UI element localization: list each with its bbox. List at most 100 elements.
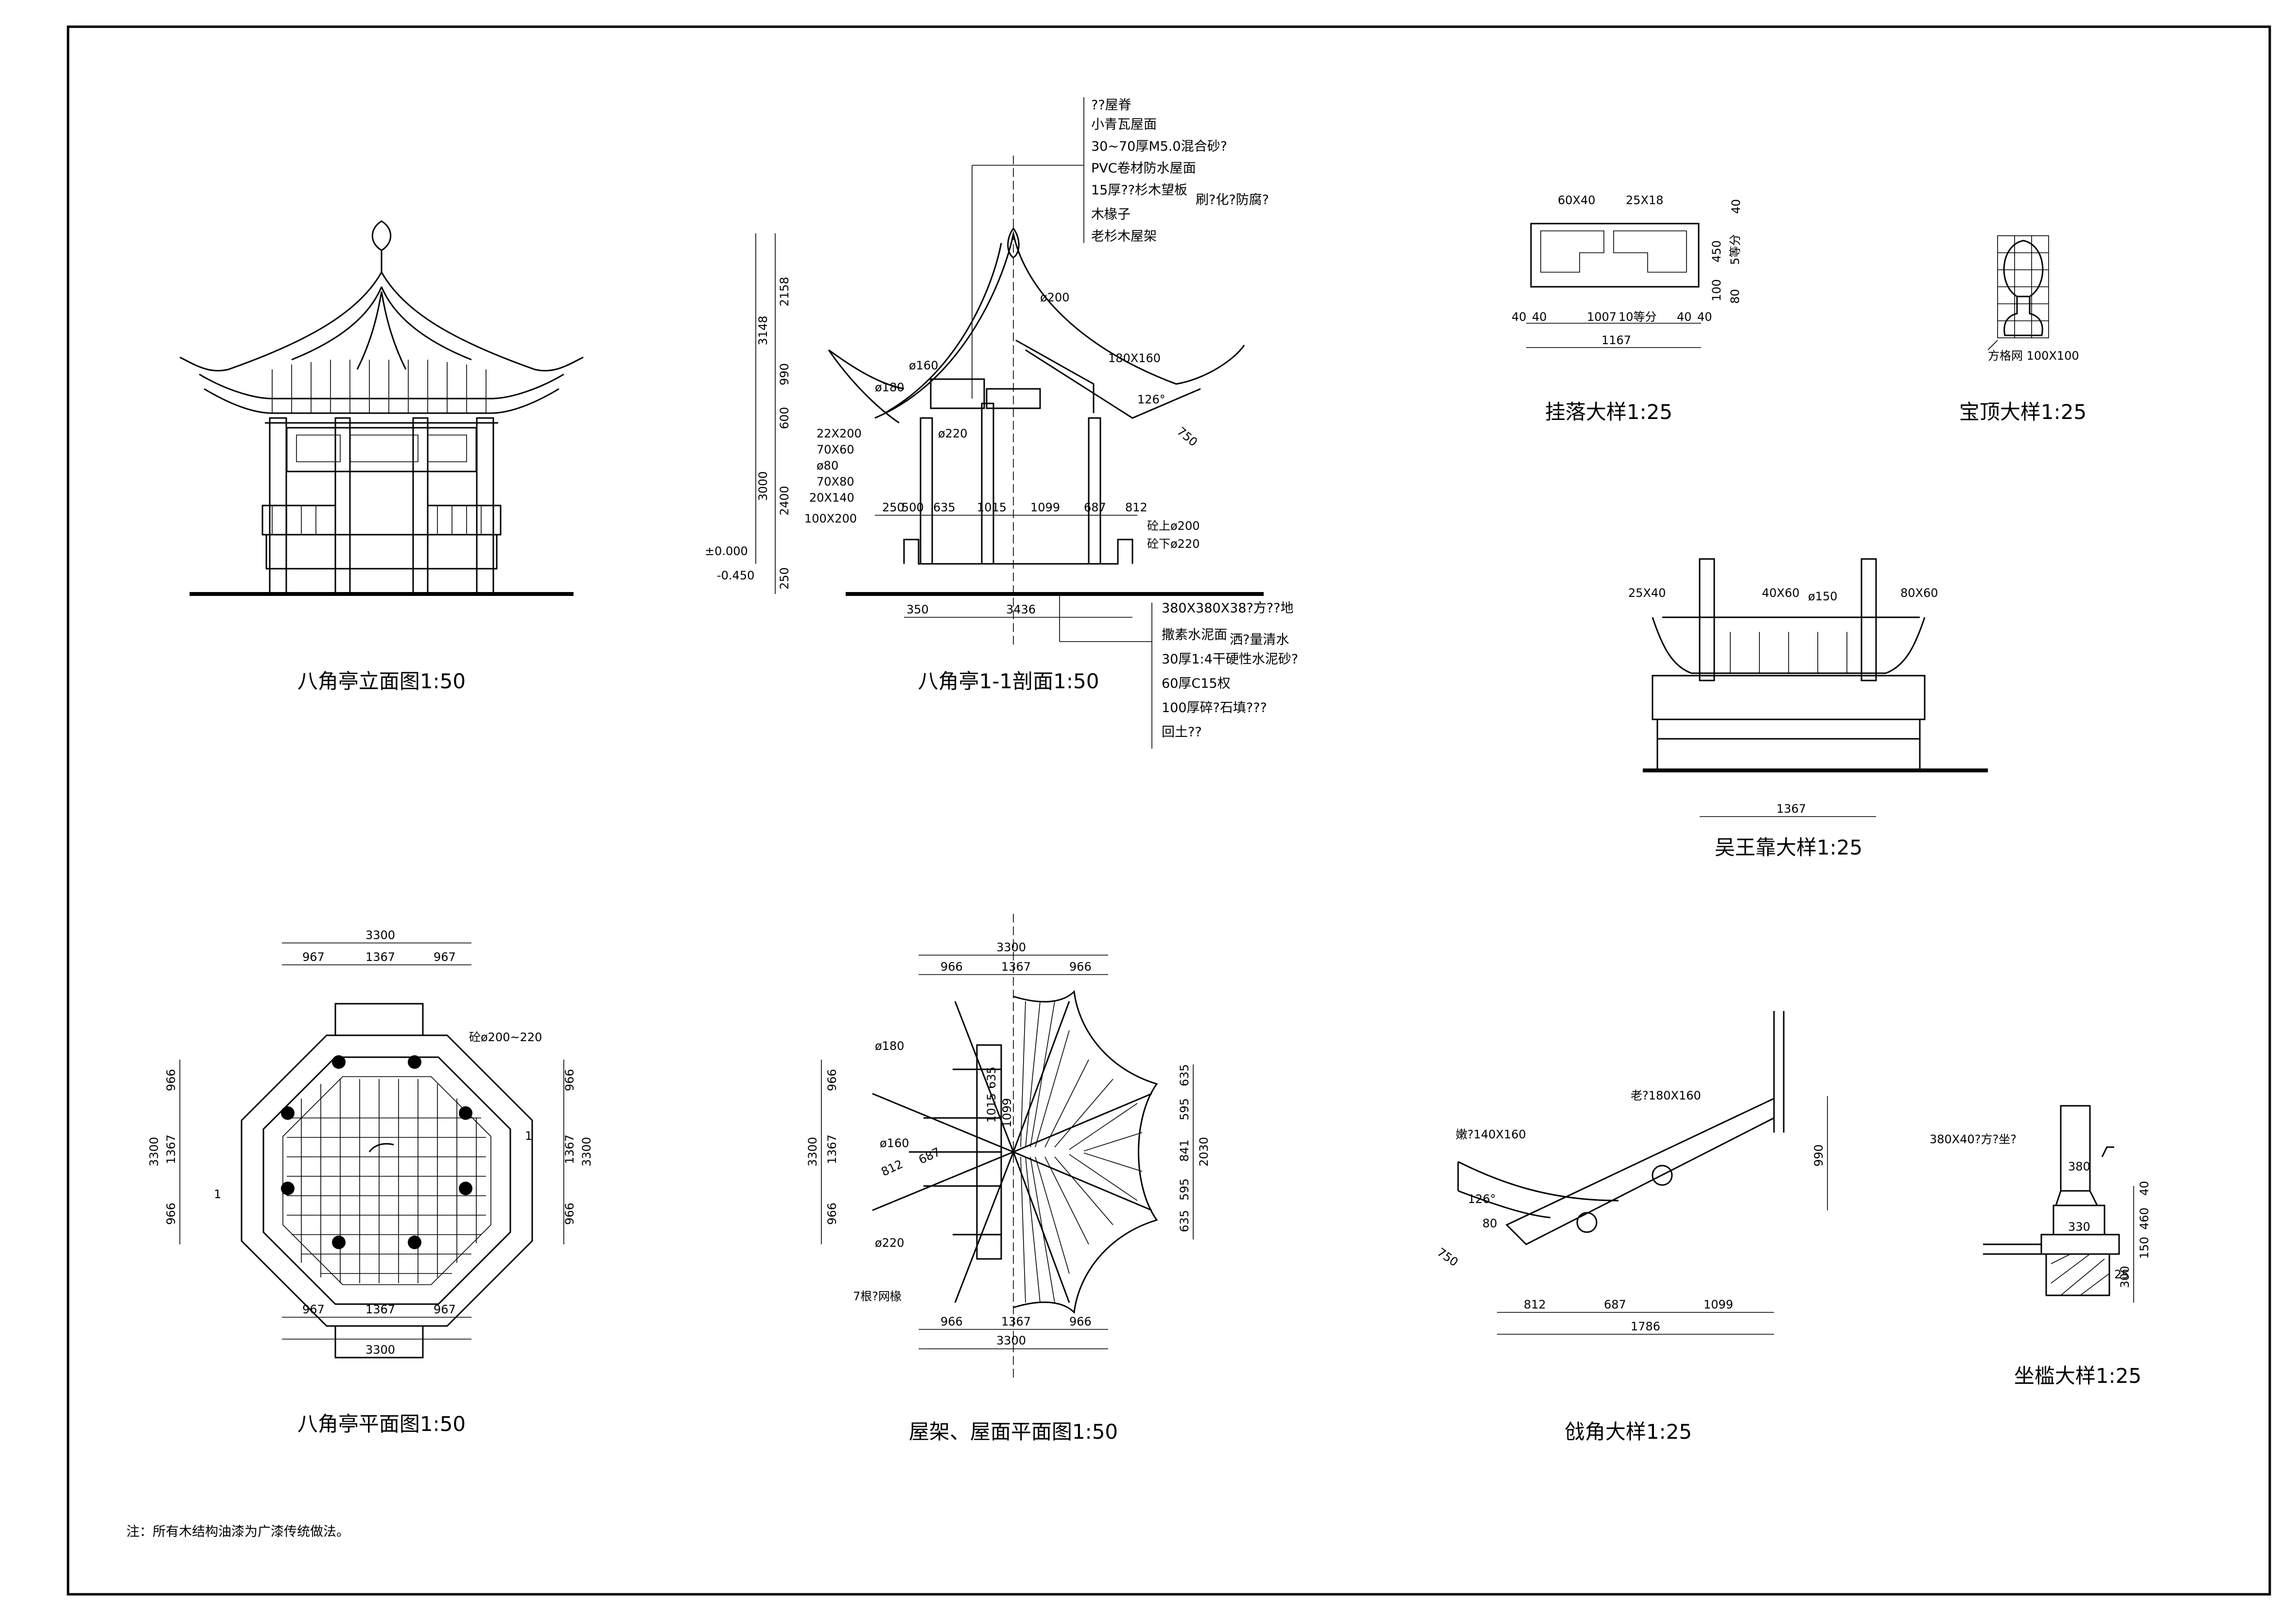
svg-text:1167: 1167 xyxy=(1601,333,1631,347)
svg-text:330: 330 xyxy=(2068,1220,2090,1234)
svg-text:1099: 1099 xyxy=(1000,1098,1014,1128)
svg-text:450: 450 xyxy=(1710,240,1723,262)
section-drawing: 3148 2158 990 600 3000 2400 250 ±0.000 -… xyxy=(705,97,1298,749)
svg-text:1367: 1367 xyxy=(1776,802,1806,816)
gualuo-title: 挂落大样1:25 xyxy=(1545,400,1672,424)
svg-text:30厚1:4干硬性水泥砂?: 30厚1:4干硬性水泥砂? xyxy=(1162,652,1298,667)
svg-text:回土??: 回土?? xyxy=(1162,725,1202,740)
svg-text:126°: 126° xyxy=(1468,1192,1496,1206)
svg-text:250: 250 xyxy=(778,567,791,590)
svg-text:635: 635 xyxy=(1178,1064,1191,1086)
svg-text:812: 812 xyxy=(879,1157,905,1179)
svg-text:380: 380 xyxy=(2068,1160,2090,1173)
svg-text:750: 750 xyxy=(1174,424,1200,449)
roofplan-dims: 3300 966 1367 966 966 1367 966 3300 966 … xyxy=(806,941,1211,1347)
svg-text:1367: 1367 xyxy=(563,1134,576,1164)
svg-text:100X200: 100X200 xyxy=(804,512,857,525)
plan-title: 八角亭平面图1:50 xyxy=(297,1412,466,1436)
svg-text:1367: 1367 xyxy=(365,950,395,964)
svg-text:380X380X38?方??地: 380X380X38?方??地 xyxy=(1162,601,1293,616)
svg-text:ø180: ø180 xyxy=(875,1039,904,1053)
svg-text:2400: 2400 xyxy=(778,486,791,515)
sheet-border xyxy=(67,25,2271,1596)
general-note: 注：所有木结构油漆为广漆传统做法。 xyxy=(126,1524,349,1539)
svg-text:966: 966 xyxy=(1069,1315,1092,1328)
svg-text:ø220: ø220 xyxy=(875,1236,904,1250)
svg-text:1015: 1015 xyxy=(985,1093,998,1123)
svg-text:635: 635 xyxy=(1178,1210,1191,1232)
svg-text:3300: 3300 xyxy=(806,1137,819,1167)
svg-text:洒?量清水: 洒?量清水 xyxy=(1230,632,1289,647)
svg-text:5等分: 5等分 xyxy=(1728,234,1742,265)
svg-text:966: 966 xyxy=(563,1203,576,1225)
svg-text:687: 687 xyxy=(1084,501,1106,514)
svg-text:1367: 1367 xyxy=(164,1134,178,1164)
svg-text:990: 990 xyxy=(778,363,791,385)
svg-text:595: 595 xyxy=(1178,1098,1191,1120)
svg-text:老?180X160: 老?180X160 xyxy=(1631,1089,1701,1102)
svg-text:250: 250 xyxy=(882,501,904,514)
svg-text:老杉木屋架: 老杉木屋架 xyxy=(1091,229,1157,244)
svg-text:635: 635 xyxy=(933,501,956,514)
svg-text:80X60: 80X60 xyxy=(1900,586,1938,600)
zuojian-title: 坐槛大样1:25 xyxy=(2014,1364,2141,1388)
svg-text:撒素水泥面: 撒素水泥面 xyxy=(1162,628,1227,643)
svg-text:2158: 2158 xyxy=(778,277,791,306)
wuwangkao-title: 吴王靠大样1:25 xyxy=(1715,836,1862,859)
svg-text:500: 500 xyxy=(902,501,924,514)
svg-text:1: 1 xyxy=(525,1129,532,1143)
svg-text:80: 80 xyxy=(1482,1217,1497,1230)
svg-text:7根?网椽: 7根?网椽 xyxy=(853,1290,902,1303)
svg-text:966: 966 xyxy=(825,1069,839,1091)
svg-text:60X40: 60X40 xyxy=(1558,193,1596,207)
svg-text:966: 966 xyxy=(164,1203,178,1225)
svg-text:967: 967 xyxy=(434,1303,456,1316)
svg-text:812: 812 xyxy=(1125,501,1148,514)
svg-text:木椽子: 木椽子 xyxy=(1091,207,1131,222)
svg-text:1099: 1099 xyxy=(1704,1298,1733,1311)
svg-text:10等分: 10等分 xyxy=(1618,310,1657,324)
svg-text:380X40?方?坐?: 380X40?方?坐? xyxy=(1930,1133,2017,1146)
svg-text:刷?化?防腐?: 刷?化?防腐? xyxy=(1196,192,1269,208)
svg-text:100: 100 xyxy=(1710,279,1723,301)
baoding-detail: 方格网 100X100 宝顶大样1:25 xyxy=(1959,235,2087,424)
svg-text:100厚碎?石填???: 100厚碎?石填??? xyxy=(1162,700,1267,715)
zuojian-detail: 380X40?方?坐? 380 330 460 40 150 300 25 坐槛… xyxy=(1930,1105,2151,1388)
svg-text:3300: 3300 xyxy=(580,1137,593,1167)
section-annotations: ø200 ø160 ø180 ø220 180X160 126° 750 砼上ø… xyxy=(875,291,1200,551)
svg-text:460: 460 xyxy=(2138,1207,2151,1230)
section-left-labels: 22X200 70X60 ø80 70X80 20X140 100X200 xyxy=(804,427,862,525)
svg-text:635: 635 xyxy=(985,1066,998,1089)
roofplan-drawing: 3300 966 1367 966 966 1367 966 3300 966 … xyxy=(806,914,1211,1444)
svg-text:25: 25 xyxy=(2114,1268,2129,1281)
svg-text:687: 687 xyxy=(1604,1298,1626,1311)
plan-drawing: 3300 967 1367 967 967 1367 967 3300 966 … xyxy=(147,928,593,1436)
svg-text:967: 967 xyxy=(302,950,325,964)
svg-text:嫩?140X160: 嫩?140X160 xyxy=(1456,1128,1526,1141)
svg-text:砼上ø200: 砼上ø200 xyxy=(1147,519,1200,533)
svg-text:1099: 1099 xyxy=(1030,501,1060,514)
svg-text:1786: 1786 xyxy=(1631,1320,1660,1333)
wuwangkao-detail: 25X40 40X60 ø150 80X60 1367 吴王靠大样1:25 xyxy=(1628,558,1988,859)
svg-text:ø80: ø80 xyxy=(817,459,838,472)
svg-text:70X60: 70X60 xyxy=(817,443,854,456)
svg-text:966: 966 xyxy=(563,1069,576,1091)
svg-text:1007: 1007 xyxy=(1587,310,1617,324)
baoding-title: 宝顶大样1:25 xyxy=(1959,400,2087,424)
svg-text:687: 687 xyxy=(917,1145,942,1167)
svg-text:967: 967 xyxy=(434,950,456,964)
elevation-title: 八角亭立面图1:50 xyxy=(297,669,466,693)
floor-layer-labels: 380X380X38?方??地 撒素水泥面 洒?量清水 30厚1:4干硬性水泥砂… xyxy=(1162,601,1298,740)
svg-text:990: 990 xyxy=(1812,1144,1826,1167)
svg-text:ø160: ø160 xyxy=(880,1136,909,1150)
svg-text:砼下ø220: 砼下ø220 xyxy=(1147,537,1200,551)
svg-text:126°: 126° xyxy=(1137,393,1165,406)
roofplan-title: 屋架、屋面平面图1:50 xyxy=(909,1420,1118,1444)
section-bottom-dims: 250 500 635 1015 1099 687 812 xyxy=(882,501,1148,514)
svg-text:ø200: ø200 xyxy=(1040,291,1070,304)
svg-text:70X80: 70X80 xyxy=(817,475,854,488)
section-vert-dims: 3148 2158 990 600 3000 2400 250 xyxy=(756,277,791,589)
svg-text:841: 841 xyxy=(1178,1139,1191,1162)
svg-text:966: 966 xyxy=(940,960,963,974)
svg-text:1367: 1367 xyxy=(1001,1315,1031,1328)
